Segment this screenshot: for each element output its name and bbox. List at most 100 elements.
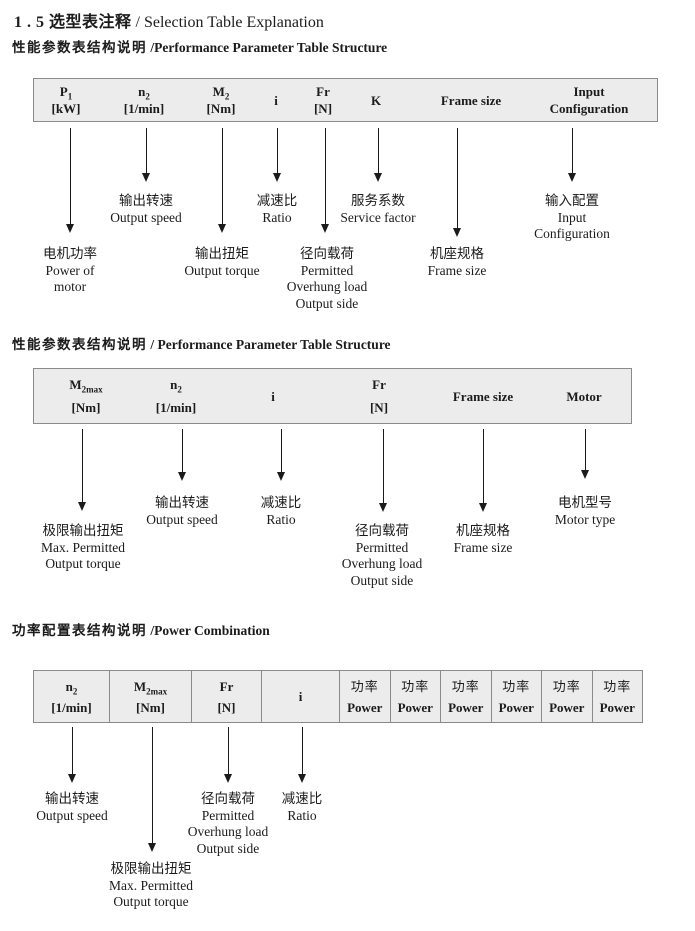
column-n2: n2 [1/min] (34, 671, 110, 722)
column-frame-size: Frame size (453, 369, 513, 423)
column-fr-symbol: Fr (372, 377, 386, 392)
label-output-speed: 输出转速 Output speed (146, 495, 218, 527)
arrow-frame-size (479, 429, 488, 512)
label-input-configuration: 输入配置 Input Configuration (534, 193, 610, 241)
column-frame-size-label: Frame size (440, 92, 502, 108)
performance-table-2: M2max [Nm] n2 [1/min] i Fr [N] Frame siz… (33, 368, 632, 424)
section-1-heading: 性能参数表结构说明 /Performance Parameter Table S… (12, 36, 387, 56)
column-power-4-en: Power (498, 699, 534, 715)
column-fr: Fr [N] (314, 79, 332, 121)
column-motor: Motor (566, 369, 601, 423)
arrow-fr (224, 727, 233, 783)
column-power-4-zh: 功率 (502, 678, 531, 694)
label-ratio: 减速比 Ratio (260, 495, 302, 527)
column-power-6-zh: 功率 (603, 678, 632, 694)
label-overhung-load: 径向载荷 Permitted Overhung load Output side (187, 791, 269, 856)
column-m2max: M2max [Nm] (110, 671, 192, 722)
arrow-i (298, 727, 307, 783)
column-fr-symbol: Fr (219, 678, 234, 694)
arrow-i (273, 128, 282, 182)
arrow-m2max (78, 429, 87, 511)
section-3-heading-en: /Power Combination (150, 623, 270, 638)
arrow-p1 (66, 128, 75, 233)
page-title: 1 . 5 选型表注释 / Selection Table Explanatio… (14, 8, 324, 32)
column-i: i (271, 369, 275, 423)
arrow-n2 (178, 429, 187, 481)
performance-table-1: P1 [kW] n2 [1/min] M2 [Nm] i Fr [N] K Fr… (33, 78, 658, 122)
column-m2max-unit: [Nm] (71, 400, 101, 415)
column-fr-symbol: Fr (316, 84, 330, 99)
section-2-heading-zh: 性能参数表结构说明 (12, 337, 147, 352)
column-n2-unit: [1/min] (123, 101, 165, 116)
arrow-m2max (148, 727, 157, 852)
column-power-1: 功率 Power (340, 671, 391, 722)
arrow-fr (379, 429, 388, 512)
column-m2max: M2max [Nm] (69, 369, 102, 423)
column-power-2: 功率 Power (391, 671, 441, 722)
column-fr-unit: [N] (313, 101, 333, 116)
column-input-config-line1: Input (573, 84, 605, 99)
label-frame-size: 机座规格 Frame size (453, 523, 513, 555)
column-power-5-zh: 功率 (552, 678, 581, 694)
column-n2: n2 [1/min] (156, 369, 196, 423)
column-p1-symbol: P1 (59, 84, 73, 102)
column-motor-label: Motor (566, 388, 602, 404)
arrow-n2 (142, 128, 151, 182)
label-service-factor: 服务系数 Service factor (340, 193, 416, 225)
column-i: i (274, 79, 278, 121)
column-fr-unit: [N] (369, 400, 389, 415)
column-p1: P1 [kW] (52, 79, 81, 121)
arrow-input-config (568, 128, 577, 182)
arrow-n2 (68, 727, 77, 783)
column-n2-unit: [1/min] (51, 699, 92, 715)
column-power-5-en: Power (549, 699, 585, 715)
label-max-output-torque: 极限输出扭矩 Max. Permitted Output torque (109, 861, 193, 909)
arrow-m2 (218, 128, 227, 233)
column-power-5: 功率 Power (542, 671, 593, 722)
column-fr: Fr [N] (370, 369, 388, 423)
column-n2: n2 [1/min] (124, 79, 164, 121)
section-1-heading-zh: 性能参数表结构说明 (12, 40, 147, 55)
column-power-6-en: Power (599, 699, 635, 715)
column-m2-symbol: M2 (212, 84, 230, 102)
column-power-2-zh: 功率 (401, 678, 430, 694)
column-i-symbol: i (271, 388, 275, 404)
power-combination-table: n2 [1/min] M2max [Nm] Fr [N] i 功率 Power … (33, 670, 643, 723)
section-3-heading-zh: 功率配置表结构说明 (12, 623, 147, 638)
column-i-symbol: i (274, 92, 278, 108)
column-power-4: 功率 Power (492, 671, 542, 722)
label-frame-size: 机座规格 Frame size (427, 246, 487, 278)
column-n2-symbol: n2 (138, 84, 150, 102)
label-overhung-load: 径向载荷 Permitted Overhung load Output side (286, 246, 368, 311)
page-title-en: / Selection Table Explanation (135, 14, 324, 31)
label-ratio: 减速比 Ratio (281, 791, 323, 823)
column-power-2-en: Power (397, 699, 433, 715)
label-power-of-motor: 电机功率 Power of motor (43, 246, 97, 294)
section-2-heading: 性能参数表结构说明 / Performance Parameter Table … (12, 333, 391, 353)
section-2-heading-en: / Performance Parameter Table Structure (150, 337, 391, 352)
column-power-1-zh: 功率 (350, 678, 379, 694)
page-title-zh: 1 . 5 选型表注释 (14, 14, 132, 31)
column-n2-symbol: n2 (65, 678, 78, 697)
label-output-torque: 输出扭矩 Output torque (184, 246, 260, 278)
column-m2max-unit: [Nm] (136, 699, 165, 715)
column-n2-unit: [1/min] (155, 400, 197, 415)
label-output-speed: 输出转速 Output speed (110, 193, 182, 225)
label-max-output-torque: 极限输出扭矩 Max. Permitted Output torque (41, 523, 125, 571)
column-k: K (371, 79, 381, 121)
column-power-3-en: Power (448, 699, 484, 715)
column-input-config: Input Configuration (550, 79, 629, 121)
column-power-6: 功率 Power (593, 671, 643, 722)
column-input-config-line2: Configuration (549, 101, 629, 116)
label-motor-type: 电机型号 Motor type (554, 495, 616, 527)
column-i: i (262, 671, 340, 722)
column-frame-size: Frame size (441, 79, 501, 121)
column-p1-unit: [kW] (51, 101, 81, 116)
label-ratio: 减速比 Ratio (256, 193, 298, 225)
column-fr-unit: [N] (217, 699, 236, 715)
column-fr: Fr [N] (192, 671, 262, 722)
column-m2-unit: [Nm] (206, 101, 236, 116)
column-m2max-symbol: M2max (69, 377, 103, 395)
arrow-i (277, 429, 286, 481)
